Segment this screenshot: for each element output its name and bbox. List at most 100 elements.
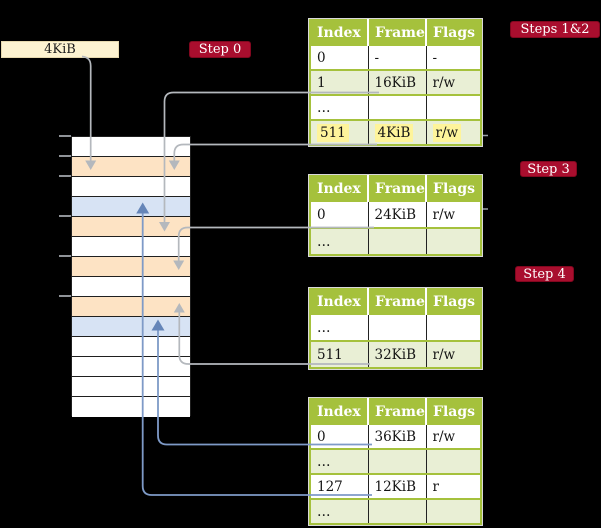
table-row: … [310, 448, 481, 474]
memory-frame-free [72, 137, 190, 157]
cell [367, 448, 426, 474]
cell [367, 227, 426, 255]
cell [425, 448, 481, 474]
address-tick [59, 175, 71, 177]
cell: … [310, 498, 368, 524]
memory-frame-free [72, 357, 190, 377]
table-row: … [310, 94, 481, 120]
cell: 12KiB [367, 473, 426, 499]
highlighted-value: r/w [432, 123, 462, 142]
cell: - [367, 44, 426, 70]
memory-frame-free [72, 397, 190, 417]
highlighted-value: 4KiB [374, 123, 414, 142]
table-row: 511 4KiB r/w [310, 119, 481, 145]
cell: 0 [310, 423, 368, 449]
cell: … [310, 448, 368, 474]
cell: 24KiB [367, 200, 426, 228]
memory-frame-free [72, 337, 190, 357]
memory-frame-page-table [72, 297, 190, 317]
memory-frame-page-table [72, 157, 190, 177]
address-tick [59, 135, 71, 137]
cell: 511 [310, 119, 368, 145]
cell: 32KiB [367, 340, 426, 368]
address-tick [59, 215, 71, 217]
address-tick [59, 255, 71, 257]
address-tick [59, 295, 71, 297]
memory-frame-page-table [72, 217, 190, 237]
address-tick [59, 155, 71, 157]
column-header-index: Index [310, 20, 368, 45]
column-header-frame: Frame [367, 20, 426, 45]
column-header-flags: Flags [425, 20, 481, 45]
column-header-index: Index [310, 289, 368, 314]
cell [367, 313, 426, 341]
table-row: … [310, 313, 481, 341]
step-4-badge: Step 4 [515, 266, 574, 282]
column-header-flags: Flags [425, 289, 481, 314]
cell: r/w [425, 423, 481, 449]
memory-frame-mapped [72, 317, 190, 337]
cell: 16KiB [367, 69, 426, 95]
memory-frame-mapped [72, 197, 190, 217]
memory-frame-page-table [72, 257, 190, 277]
table-row: … [310, 227, 481, 255]
cell: r/w [425, 340, 481, 368]
cell [425, 227, 481, 255]
cell [425, 313, 481, 341]
cell: r/w [425, 69, 481, 95]
memory-frame-free [72, 237, 190, 257]
cell: - [425, 44, 481, 70]
cell [425, 498, 481, 524]
memory-frame-free [72, 277, 190, 297]
column-header-index: Index [310, 176, 368, 201]
cell [367, 498, 426, 524]
column-header-frame: Frame [367, 289, 426, 314]
arrow-entry-4kib-recursive [173, 143, 377, 161]
cell: 4KiB [367, 119, 426, 145]
table-row: 0-- [310, 44, 481, 70]
cell: r/w [425, 200, 481, 228]
physical-memory-column [71, 136, 191, 417]
cell: … [310, 313, 368, 341]
cell: 36KiB [367, 423, 426, 449]
frame-size-label: 4KiB [1, 41, 119, 58]
cell [367, 94, 426, 120]
step-0-badge: Step 0 [189, 41, 251, 58]
steps-1-2-badge: Steps 1&2 [510, 21, 600, 38]
cell [425, 94, 481, 120]
cell: … [310, 227, 368, 255]
step-3-badge: Step 3 [520, 161, 577, 177]
column-header-index: Index [310, 399, 368, 424]
column-header-frame: Frame [367, 176, 426, 201]
memory-frame-free [72, 177, 190, 197]
cell: … [310, 94, 368, 120]
cell: 0 [310, 44, 368, 70]
cell: 0 [310, 200, 368, 228]
cell: 1 [310, 69, 368, 95]
table-row: … [310, 498, 481, 524]
column-header-frame: Frame [367, 399, 426, 424]
cell: r/w [425, 119, 481, 145]
highlighted-value: 511 [317, 123, 349, 142]
cell: 127 [310, 473, 368, 499]
column-header-flags: Flags [425, 399, 481, 424]
cell: r [425, 473, 481, 499]
column-header-flags: Flags [425, 176, 481, 201]
